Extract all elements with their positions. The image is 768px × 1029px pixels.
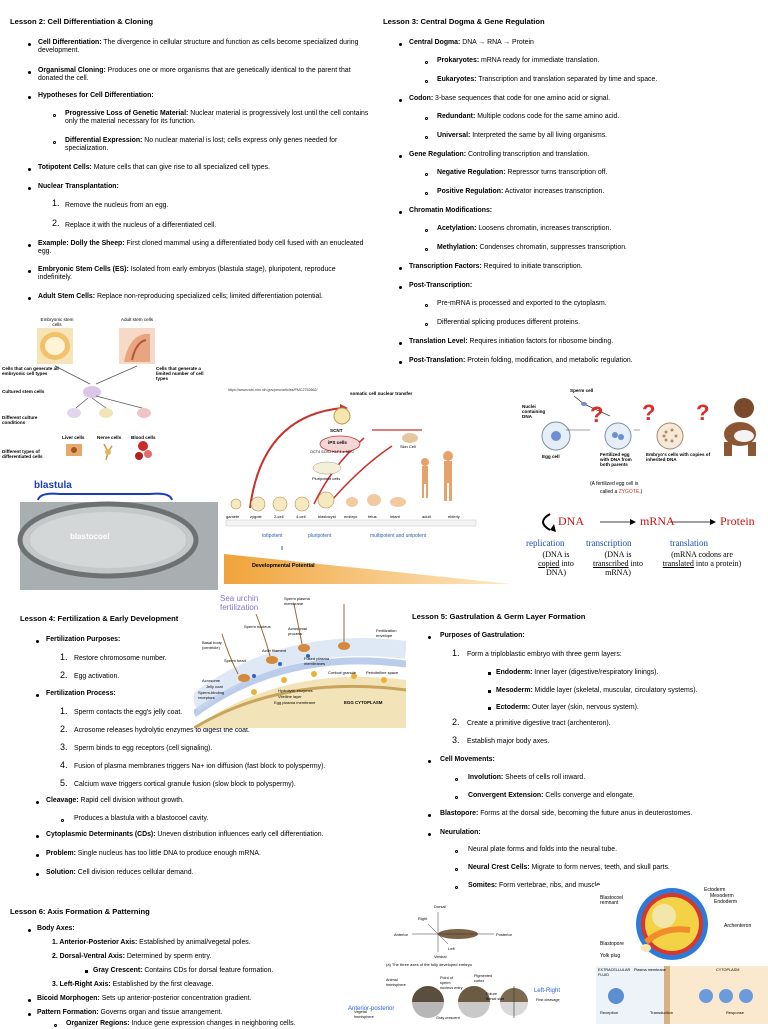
list-item: Solution: Cell division reduces cellular… <box>46 869 194 876</box>
lesson4-title: Lesson 4: Fertilization & Early Developm… <box>20 614 179 623</box>
list-item: Universal: Interpreted the same by all l… <box>437 132 608 139</box>
blastula-label: blastula <box>34 480 72 491</box>
signal-transduction-figure: EXTRACELLULAR FLUID Plasma membrane CYTO… <box>596 966 768 1024</box>
list-item: 2. Dorsal-Ventral Axis: Determined by sp… <box>52 953 212 960</box>
blastocoel-label: blastocoel <box>70 532 110 541</box>
list-item: Fusion of plasma membranes triggers Na+ … <box>74 763 326 770</box>
list-item: Replace it with the nucleus of a differe… <box>65 222 217 229</box>
central-dogma-figure: DNA mRNA Protein replication transcripti… <box>526 513 755 577</box>
list-item: Neural Crest Cells: Migrate to form nerv… <box>468 864 670 871</box>
list-item: Transcription Factors: Required to initi… <box>409 263 583 270</box>
list-item: Embryonic Stem Cells (ES): Isolated from… <box>38 266 336 282</box>
list-item: Ectoderm: Outer layer (skin, nervous sys… <box>496 704 639 711</box>
lesson5-title: Lesson 5: Gastrulation & Germ Layer Form… <box>412 612 586 621</box>
list-item: Cell Differentiation: The divergence in … <box>38 39 359 55</box>
list-item: Endoderm: Inner layer (digestive/respira… <box>496 669 659 676</box>
list-item: Eukaryotes: Transcription and translatio… <box>437 76 658 83</box>
list-item: Calcium wave triggers cortical granule f… <box>74 781 296 788</box>
lesson2-title: Lesson 2: Cell Differentiation & Cloning <box>10 17 154 26</box>
svg-text:?: ? <box>590 402 603 427</box>
list-item: Redundant: Multiple codons code for the … <box>437 113 620 120</box>
list-item: Blastopore: Forms at the dorsal side, be… <box>440 810 693 817</box>
list-item: Chromatin Modifications: <box>409 207 493 214</box>
list-item: Acrosome releases hydrolytic enzymes to … <box>74 727 250 734</box>
list-item: Fertilization Purposes: <box>46 636 121 643</box>
list-item: 3. Left-Right Axis: Established by the f… <box>52 981 214 988</box>
lesson3-title: Lesson 3: Central Dogma & Gene Regulatio… <box>383 17 545 26</box>
list-item: 1. Anterior-Posterior Axis: Established … <box>52 939 251 946</box>
body-axes-figure: Dorsal Right Anterior Posterior Left Ven… <box>348 898 598 1024</box>
dna-label: DNA <box>558 514 584 528</box>
list-item: Mesoderm: Middle layer (skeletal, muscul… <box>496 687 698 694</box>
svg-text:?: ? <box>642 400 655 425</box>
list-item: Purposes of Gastrulation: <box>440 632 525 639</box>
list-item: Central Dogma: DNA → RNA → Protein <box>409 39 534 46</box>
mrna-label: mRNA <box>640 514 675 528</box>
list-item: Hypotheses for Cell Differentiation: <box>38 92 154 99</box>
list-item: Pattern Formation: Governs organ and tis… <box>37 1009 223 1016</box>
list-item: Post-Transcription: <box>409 282 473 289</box>
lesson6-title: Lesson 6: Axis Formation & Patterning <box>10 907 150 916</box>
list-item: Sperm binds to egg receptors (cell signa… <box>74 745 213 752</box>
list-item: Totipotent Cells: Mature cells that can … <box>38 164 270 171</box>
list-item: Produces a blastula with a blastocoel ca… <box>74 815 209 822</box>
list-item: Body Axes: <box>37 925 75 932</box>
list-item: Differential splicing produces different… <box>437 319 580 326</box>
stem-cell-figure: Embryonic stem cells Adult stem cells Ce… <box>0 312 218 482</box>
list-item: Gray Crescent: Contains CDs for dorsal f… <box>93 967 274 974</box>
list-item: Pre-mRNA is processed and exported to th… <box>437 300 607 307</box>
list-item: Positive Regulation: Activator increases… <box>437 188 605 195</box>
list-item: Acetylation: Loosens chromatin, increase… <box>437 225 612 232</box>
list-item: Sperm contacts the egg's jelly coat. <box>74 709 183 716</box>
list-item: Codon: 3-base sequences that code for on… <box>409 95 611 102</box>
list-item: Somites: Form vertebrae, ribs, and muscl… <box>468 882 603 889</box>
list-item: Create a primitive digestive tract (arch… <box>467 720 611 727</box>
list-item: Translation Level: Requires initiation f… <box>409 338 614 345</box>
protein-label: Protein <box>720 514 755 528</box>
gastrula-figure: Ectoderm Mesoderm Endoderm Blastocoel re… <box>594 886 768 966</box>
list-item: Cytoplasmic Determinants (CDs): Uneven d… <box>46 831 324 838</box>
list-item: Fertilization Process: <box>46 690 116 697</box>
list-item: Prokaryotes: mRNA ready for immediate tr… <box>437 57 600 64</box>
list-item: Restore chromosome number. <box>74 655 167 662</box>
list-item: Egg activation. <box>74 673 120 680</box>
list-item: Remove the nucleus from an egg. <box>65 202 169 209</box>
list-item: Differential Expression: No nuclear mate… <box>65 137 338 153</box>
list-item: Methylation: Condenses chromatin, suppre… <box>437 244 627 251</box>
list-item: Neural plate forms and folds into the ne… <box>468 846 618 853</box>
list-item: Convergent Extension: Cells converge and… <box>468 792 635 799</box>
list-item: Progressive Loss of Genetic Material: Nu… <box>65 110 369 126</box>
list-item: Problem: Single nucleus has too little D… <box>46 850 261 857</box>
list-item: Negative Regulation: Repressor turns tra… <box>437 169 608 176</box>
scnt-figure: https://www.ncbi.nlm.nih.gov/pmc/article… <box>222 386 522 598</box>
list-item: Adult Stem Cells: Replace non-reproducin… <box>38 293 323 300</box>
list-item: Post-Translation: Protein folding, modif… <box>409 357 633 364</box>
list-item: Example: Dolly the Sheep: First cloned m… <box>38 240 364 256</box>
list-item: Cleavage: Rapid cell division without gr… <box>46 797 184 804</box>
list-item: Involution: Sheets of cells roll inward. <box>468 774 586 781</box>
list-item: Form a triploblastic embryo with three g… <box>467 651 622 658</box>
blastula-figure: blastula blastocoel <box>0 480 218 600</box>
list-item: Organismal Cloning: Produces one or more… <box>38 67 351 83</box>
list-item: Organizer Regions: Induce gene expressio… <box>66 1020 296 1027</box>
svg-text:?: ? <box>696 400 709 425</box>
list-item: Cell Movements: <box>440 756 495 763</box>
list-item: Neurulation: <box>440 829 481 836</box>
list-item: Gene Regulation: Controlling transcripti… <box>409 151 590 158</box>
list-item: Establish major body axes. <box>467 738 550 745</box>
list-item: Bicoid Morphogen: Sets up anterior-poste… <box>37 995 252 1002</box>
zygote-figure: ? ? ? Sperm cell Nuclei containing DNA E… <box>520 386 768 500</box>
list-item: Nuclear Transplantation: <box>38 183 119 190</box>
